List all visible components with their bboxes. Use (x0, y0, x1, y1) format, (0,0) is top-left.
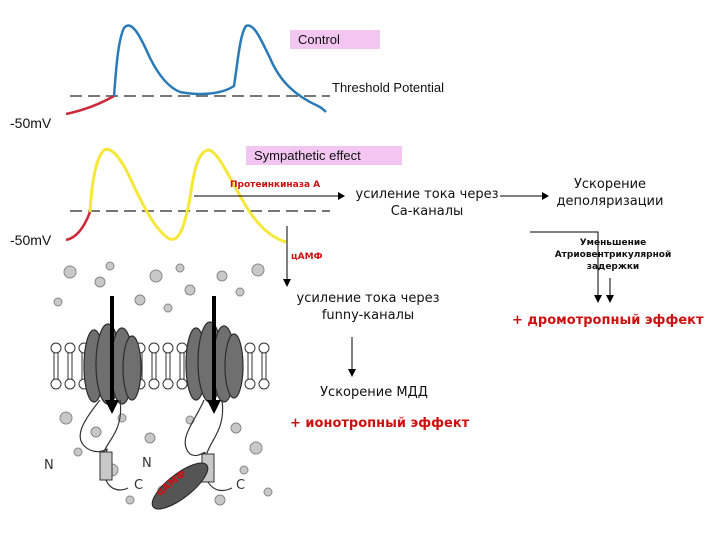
control-wave (112, 24, 327, 113)
sympathetic-depolarization (65, 211, 92, 242)
camp-arrow-head (283, 279, 291, 287)
n-terminal-left: N (44, 458, 54, 473)
c-terminal-right: C (236, 478, 246, 493)
depol-bracket (530, 231, 599, 296)
dromotropic-effect: + дромотропный эффект (512, 313, 704, 328)
control-depolarization (65, 94, 115, 116)
av-to-dromo-arrow-head (606, 295, 614, 303)
mv-label-top: -50mV (10, 115, 52, 131)
sympathetic-label: Sympathetic effect (246, 146, 402, 165)
protein-kinase-label: Протеинкиназа А (230, 180, 321, 190)
av-delay-text: Уменьшение Атриовентрикулярной задержки (554, 238, 672, 272)
depol-bracket-head (594, 295, 602, 303)
pka-arrow-head (338, 192, 345, 200)
ca-to-depol-arrow-head (542, 192, 549, 200)
depolarization-acceleration-text: Ускорение деполяризации (556, 177, 664, 209)
camp-molecule (151, 462, 209, 510)
ion-channel-illustration (50, 261, 273, 510)
inotropic-effect: + ионотропный эффект (290, 416, 470, 431)
n-terminal-right: N (142, 456, 152, 471)
funny-to-mdd-arrow-head (348, 369, 356, 377)
threshold-label: Threshold Potential (332, 80, 445, 95)
camp-label-small: цАМФ (291, 252, 323, 262)
c-terminal-left: C (134, 478, 144, 493)
mdd-acceleration-text: Ускорение МДД (320, 385, 428, 400)
ca-current-text: усиление тока через Са-каналы (355, 187, 499, 219)
mv-label-bottom: -50mV (10, 232, 52, 248)
funny-current-text: усиление тока через funny-каналы (296, 291, 440, 323)
control-label: Control (290, 30, 380, 49)
